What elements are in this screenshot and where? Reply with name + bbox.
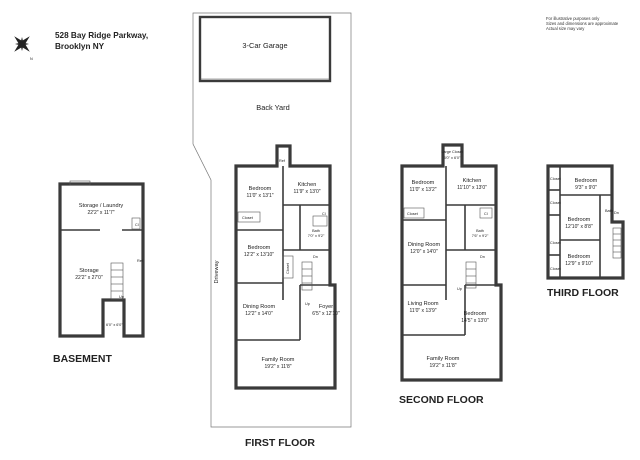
second-floor-bath-dim: 7'6" x 9'2" xyxy=(472,234,489,238)
first-floor-foyer-dim: 6'5" x 12'10" xyxy=(312,311,340,317)
compass-star-icon xyxy=(14,36,30,52)
second-floor-bedroom-1-dim: 11'0" x 13'2" xyxy=(409,187,436,193)
third-floor-bath-label: Bath xyxy=(605,209,613,213)
address-line-2: Brooklyn NY xyxy=(55,42,105,51)
third-floor-bedroom-3-dim: 12'9" x 9'10" xyxy=(565,261,593,267)
second-floor-large-closet-label: Large Closet xyxy=(441,150,463,154)
disclaimer-line-2: Sizes and dimensions are approximate xyxy=(546,21,619,26)
third-floor-closet-3-label: Closet xyxy=(550,241,562,245)
second-floor-kitchen-dim: 11'10" x 13'0" xyxy=(457,185,487,191)
basement-storage-dim: 22'2" x 27'0" xyxy=(75,275,103,281)
first-floor-dining-room-label: Dining Room xyxy=(243,304,276,310)
first-floor-family-room-dim: 19'2" x 11'8" xyxy=(264,364,291,370)
disclaimer-line-1: For illustrative purposes only xyxy=(546,16,600,21)
second-floor-bedroom-2-dim: 14'5" x 13'0" xyxy=(461,318,489,324)
first-floor-kitchen-dim: 11'9" x 13'0" xyxy=(293,189,320,195)
third-floor-bedroom-1-label: Bedroom xyxy=(575,178,598,184)
second-floor-family-room-dim: 19'2" x 11'8" xyxy=(429,363,456,369)
disclaimer-line-3: Actual size may vary xyxy=(546,26,585,31)
first-floor-bedroom-1-dim: 11'0" x 13'1" xyxy=(246,193,273,199)
first-floor-foyer-label: Foyer xyxy=(319,304,333,310)
third-floor-plan: Bedroom 9'3" x 9'0" Bedroom 12'10" x 8'8… xyxy=(546,164,625,299)
first-floor-cl-label: Cl xyxy=(322,212,326,216)
basement-up-label: Up xyxy=(119,295,124,299)
first-floor-ref-label: Ref xyxy=(279,159,286,163)
third-floor-bedroom-2-dim: 12'10" x 8'8" xyxy=(565,224,593,230)
second-floor-living-room-dim: 11'0" x 13'9" xyxy=(409,308,436,314)
third-floor-dn-label: Dn xyxy=(614,211,619,215)
first-floor-dn-label: Dn xyxy=(313,255,318,259)
first-floor-bath-dim: 7'0" x 9'2" xyxy=(308,234,325,238)
basement-ref-label: Ref xyxy=(137,259,144,263)
third-floor-closet-4-label: Closet xyxy=(550,267,562,271)
basement-storage-laundry-dim: 22'2" x 11'7" xyxy=(87,210,114,216)
second-floor-dining-room-dim: 12'0" x 14'0" xyxy=(410,249,438,255)
basement-title: BASEMENT xyxy=(53,353,113,365)
third-floor-closet-2-label: Closet xyxy=(550,201,562,205)
second-floor-up-label: Up xyxy=(457,287,462,291)
second-floor-plan: Large Closet 6'0" x 6'0" Bedroom 11'0" x… xyxy=(399,143,503,406)
compass-north-letter: N xyxy=(30,57,33,61)
third-floor-bedroom-3-label: Bedroom xyxy=(568,254,591,260)
first-floor-title: FIRST FLOOR xyxy=(245,437,315,449)
second-floor-closet-label: Closet xyxy=(407,212,419,216)
second-floor-living-room-label: Living Room xyxy=(407,301,438,307)
basement-cl-label: Cl xyxy=(135,223,139,227)
first-floor-dining-room-dim: 12'2" x 14'0" xyxy=(245,311,273,317)
second-floor-bedroom-2-label: Bedroom xyxy=(464,311,487,317)
third-floor-title: THIRD FLOOR xyxy=(547,287,619,299)
third-floor-closet-label: Closet xyxy=(550,177,562,181)
first-floor-closet-1-label: Closet xyxy=(242,216,254,220)
first-floor-bedroom-1-label: Bedroom xyxy=(249,186,272,192)
second-floor-kitchen-label: Kitchen xyxy=(463,178,482,184)
address-line-1: 528 Bay Ridge Parkway, xyxy=(55,31,148,40)
first-floor-family-room-label: Family Room xyxy=(262,357,295,363)
second-floor-dn-label: Dn xyxy=(480,255,485,259)
third-floor-bedroom-1-dim: 9'3" x 9'0" xyxy=(575,185,597,191)
second-floor-bath-label: Bath xyxy=(476,229,484,233)
first-floor-bedroom-2-label: Bedroom xyxy=(248,245,271,251)
basement-storage-label: Storage xyxy=(79,268,99,274)
second-floor-family-room-label: Family Room xyxy=(427,356,460,362)
second-floor-cl-label: Cl xyxy=(484,212,488,216)
first-floor-driveway-label: Driveway xyxy=(214,260,220,283)
second-floor-bedroom-1-label: Bedroom xyxy=(412,180,435,186)
basement-small-room-dim: 6'0" x 6'0" xyxy=(106,323,123,327)
first-floor-closet-2-label: Closet xyxy=(286,262,290,274)
first-floor-back-yard-label: Back Yard xyxy=(256,103,289,112)
first-floor-plan: 3-Car Garage Back Yard Driveway Bedroom … xyxy=(192,12,352,449)
first-floor-up-label: Up xyxy=(305,302,310,306)
first-floor-bedroom-2-dim: 12'2" x 13'10" xyxy=(244,252,274,258)
first-floor-bath-label: Bath xyxy=(312,229,320,233)
second-floor-large-closet-dim: 6'0" x 6'0" xyxy=(444,156,461,160)
first-floor-kitchen-label: Kitchen xyxy=(298,182,317,188)
second-floor-dining-room-label: Dining Room xyxy=(408,242,441,248)
first-floor-garage-label: 3-Car Garage xyxy=(242,41,287,50)
basement-plan: Storage / Laundry 22'2" x 11'7" Storage … xyxy=(53,180,145,365)
third-floor-bedroom-2-label: Bedroom xyxy=(568,217,591,223)
second-floor-title: SECOND FLOOR xyxy=(399,394,484,406)
basement-storage-laundry-label: Storage / Laundry xyxy=(79,203,124,209)
